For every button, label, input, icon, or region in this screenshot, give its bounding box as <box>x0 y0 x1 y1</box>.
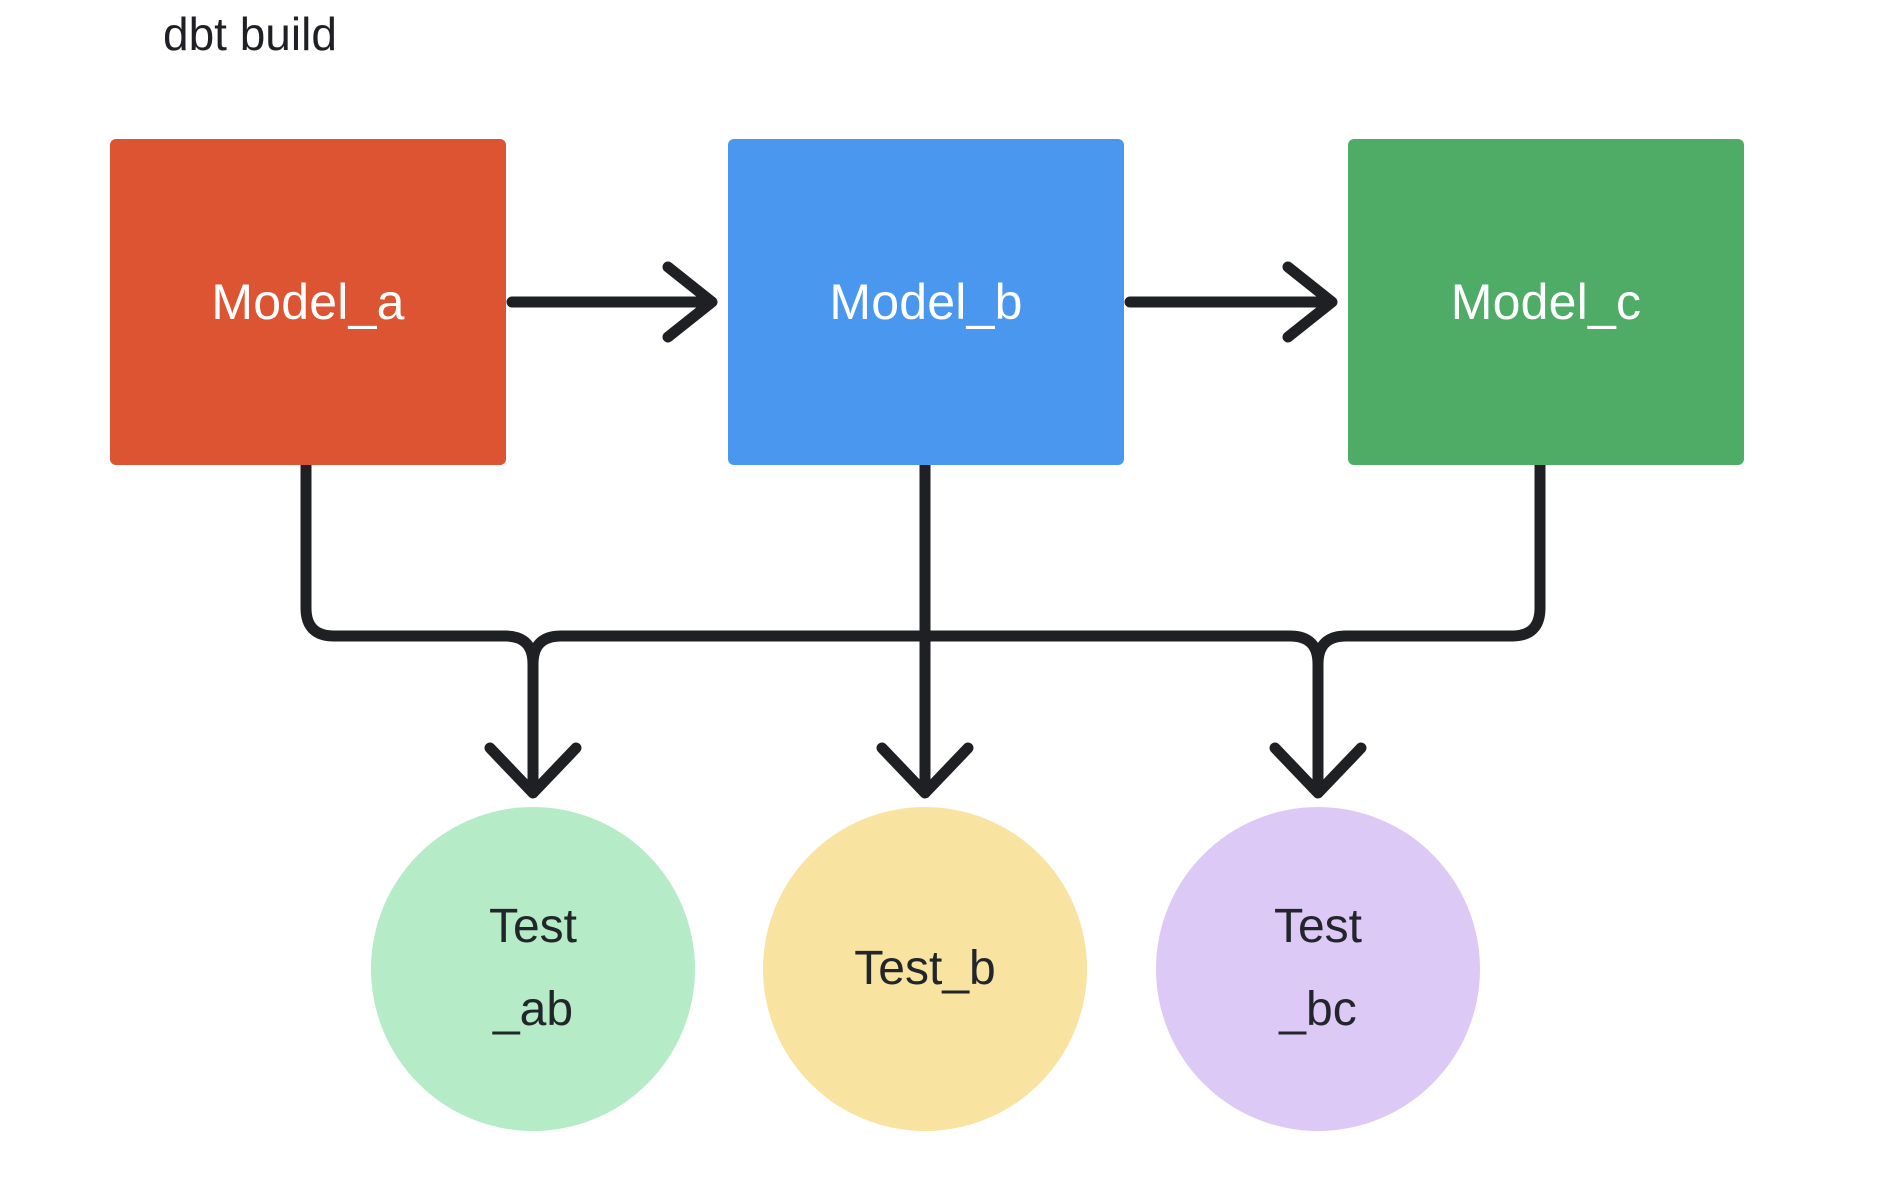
node-test-bc[interactable]: Test _bc <box>1156 807 1480 1131</box>
page-title: dbt build <box>163 8 337 60</box>
node-test-ab-label: Test _ab <box>488 900 578 1036</box>
arrowhead-model-b <box>662 261 718 343</box>
edge-rail-ab-to-b <box>527 630 931 670</box>
arrowhead-test-b <box>876 742 974 799</box>
arrowhead-test-ab <box>484 742 582 799</box>
arrowhead-model-c <box>1282 261 1338 343</box>
edge-rail-b-to-bc <box>919 630 1324 670</box>
node-model-c-label: Model_c <box>1450 273 1642 330</box>
node-test-b-label: Test_b <box>854 941 996 995</box>
node-test-bc-label: Test _bc <box>1273 900 1363 1036</box>
edge-model-a-to-rail <box>300 459 539 670</box>
node-model-a-label: Model_a <box>211 273 405 330</box>
arrowhead-test-bc <box>1269 742 1367 799</box>
node-model-c[interactable]: Model_c <box>1348 139 1744 465</box>
node-test-ab[interactable]: Test _ab <box>371 807 695 1131</box>
edge-model-c-to-rail <box>1312 459 1546 670</box>
node-test-b[interactable]: Test_b <box>763 807 1087 1131</box>
node-model-b-label: Model_b <box>829 273 1023 330</box>
node-model-b[interactable]: Model_b <box>728 139 1124 465</box>
node-model-a[interactable]: Model_a <box>110 139 506 465</box>
